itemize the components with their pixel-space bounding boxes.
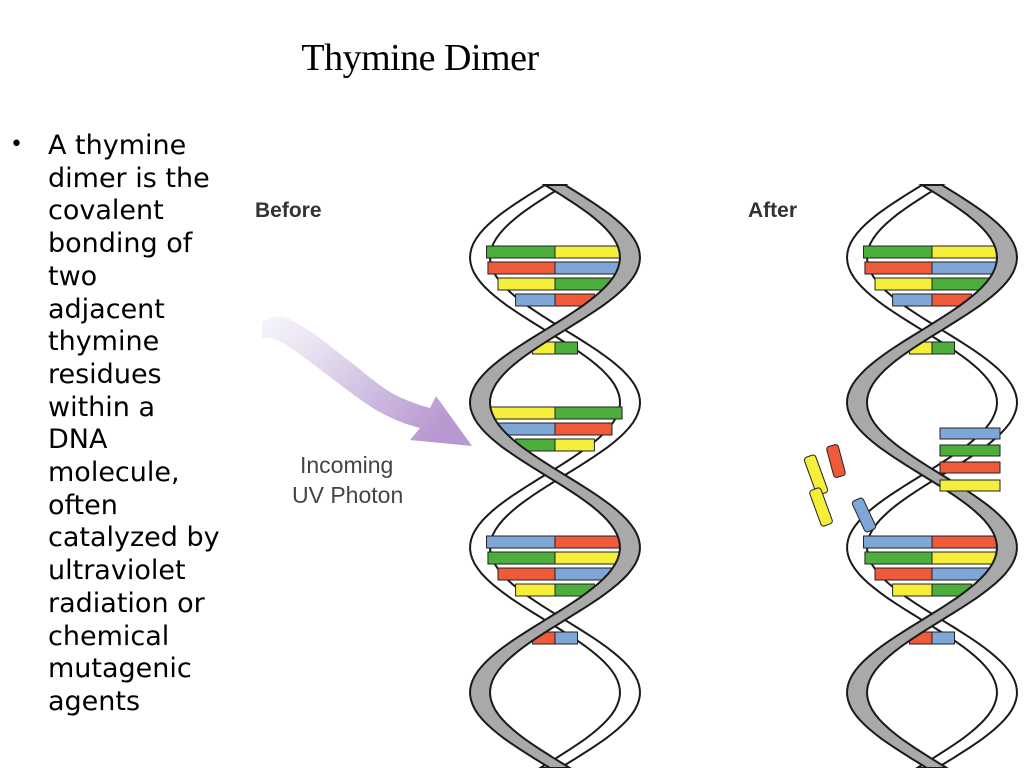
unpaired-base: [939, 427, 1001, 440]
base-left: [486, 535, 556, 549]
base-left: [497, 277, 556, 291]
base-left: [864, 551, 933, 565]
base-left: [487, 551, 556, 565]
bullet-text: A thymine dimer is the covalent bonding …: [48, 130, 220, 717]
dna-helix-after: [803, 184, 1019, 769]
base-left: [864, 261, 933, 275]
base-left: [863, 535, 933, 549]
before-label: Before: [255, 199, 322, 222]
unpaired-base: [939, 444, 1001, 457]
base-right: [931, 631, 956, 645]
dna-illustration: Before After Incoming UV Photon: [255, 184, 1019, 769]
thymine-dimer-base: [851, 497, 877, 533]
base-right: [554, 438, 595, 452]
base-right: [554, 261, 623, 275]
base-right: [554, 551, 623, 565]
base-right: [931, 551, 1000, 565]
uv-photon-arrow-icon: [262, 316, 472, 446]
dna-figure: Before After Incoming UV Photon: [250, 170, 1024, 769]
base-right: [931, 535, 1001, 549]
photon-label-line2: UV Photon: [292, 482, 403, 508]
base-right: [554, 341, 579, 355]
slide-title: Thymine Dimer: [301, 37, 539, 79]
after-label: After: [748, 199, 797, 222]
base-left: [486, 245, 556, 259]
base-right: [931, 261, 1000, 275]
base-left: [874, 277, 933, 291]
base-right: [554, 422, 613, 436]
base-left: [892, 293, 933, 307]
unpaired-base: [939, 479, 1001, 492]
base-right: [931, 341, 956, 355]
base-right: [554, 406, 623, 420]
base-left: [863, 245, 933, 259]
base-right: [554, 535, 624, 549]
base-left: [874, 567, 933, 581]
base-left: [515, 293, 556, 307]
unpaired-base: [939, 461, 1001, 474]
base-left: [515, 583, 556, 597]
base-left: [487, 261, 556, 275]
base-left: [892, 583, 933, 597]
base-right: [554, 631, 579, 645]
thymine-dimer-base: [826, 444, 846, 478]
dna-helix-before: [468, 184, 642, 769]
photon-label-line1: Incoming: [300, 452, 393, 478]
thymine-dimer-base: [809, 487, 833, 527]
base-left: [497, 567, 556, 581]
base-right: [554, 245, 624, 259]
bullet-dot: •: [10, 132, 23, 157]
base-right: [931, 245, 1001, 259]
base-left: [487, 406, 556, 420]
